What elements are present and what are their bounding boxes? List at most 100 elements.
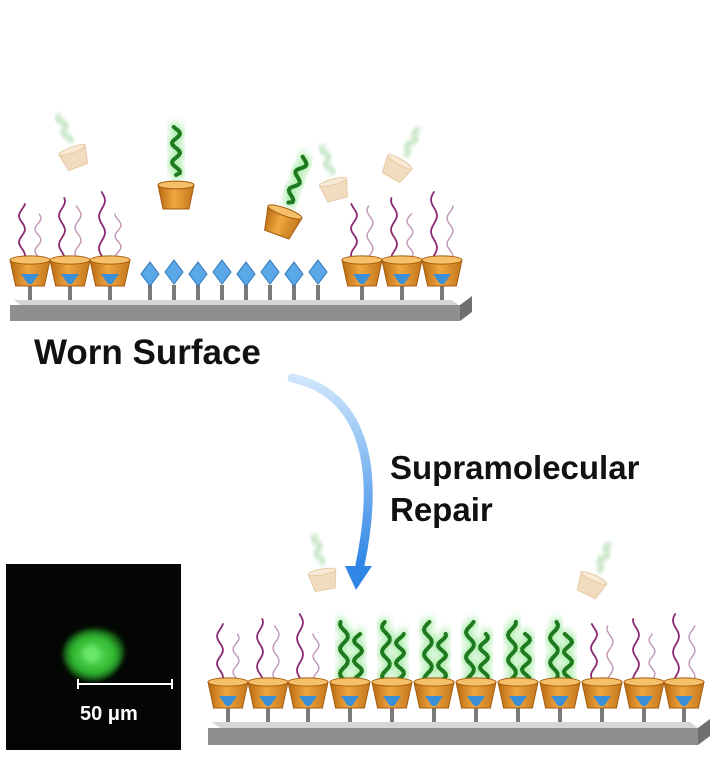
detached-host-molecule: [576, 541, 612, 600]
blue-diamond-icon: [188, 261, 208, 287]
polymer-chain: [216, 623, 224, 685]
anchor-stem: [306, 700, 310, 722]
guest-anchor: [383, 696, 401, 706]
truncated-cone-cup-icon: [663, 677, 705, 709]
anchor-stem: [390, 700, 394, 722]
detached-host-molecule: [307, 532, 337, 593]
truncated-cone-cup-icon: [381, 255, 423, 287]
fluorescent-chain: [286, 154, 309, 205]
polymer-chain: [446, 205, 454, 263]
fluorescence-micrograph: [6, 564, 181, 750]
polymer-chain: [688, 625, 696, 685]
guest-anchor: [353, 274, 371, 284]
blue-diamond-icon: [260, 259, 280, 285]
detached-host-molecule: [318, 143, 348, 203]
anchor-stem: [68, 280, 72, 300]
polymer-chain: [296, 613, 304, 685]
fluorescent-chain: [337, 620, 351, 686]
fluorescent-chain: [379, 620, 392, 686]
guest-anchor: [259, 696, 277, 706]
guest-anchor: [509, 696, 527, 706]
anchor-stem: [474, 700, 478, 722]
polymer-chain: [672, 613, 680, 685]
anchor-stem: [196, 285, 200, 300]
guest-anchor: [101, 274, 119, 284]
fluorescent-chain: [169, 125, 183, 177]
truncated-cone-cup-icon: [539, 677, 581, 709]
truncated-cone-cup-icon: [497, 677, 539, 709]
repair-label: Supramolecular Repair: [390, 447, 639, 531]
polymer-chain: [18, 203, 26, 263]
fluorescent-host-molecule: [157, 122, 195, 210]
polymer-chain: [390, 197, 398, 263]
polymer-chain: [606, 625, 614, 685]
blue-diamond-icon: [164, 259, 184, 285]
guest-anchor: [425, 696, 443, 706]
guest-anchor: [219, 696, 237, 706]
polymer-chain: [590, 623, 598, 685]
fluorescent-chain: [421, 620, 434, 686]
worn-substrate: [10, 296, 472, 321]
truncated-cone-cup-icon: [287, 677, 329, 709]
anchor-stem: [244, 285, 248, 300]
polymer-chain: [366, 205, 374, 263]
truncated-cone-cup-icon: [157, 180, 195, 210]
anchor-stem: [148, 285, 152, 300]
worn-surface-label: Worn Surface: [34, 333, 261, 372]
blue-diamond-icon: [236, 261, 256, 287]
guest-anchor: [341, 696, 359, 706]
anchor-stem: [292, 285, 296, 300]
repaired-substrate: [208, 719, 710, 745]
fluorescent-chain: [477, 632, 491, 686]
anchor-stem: [266, 700, 270, 722]
truncated-cone-cup-icon: [341, 255, 383, 287]
polymer-chain: [98, 191, 106, 263]
detached-host-molecule: [381, 127, 421, 184]
anchor-stem: [400, 280, 404, 300]
truncated-cone-cup-icon: [381, 154, 413, 184]
guest-anchor: [61, 274, 79, 284]
anchor-stem: [440, 280, 444, 300]
excess-molecules: [307, 532, 612, 600]
anchor-stem: [360, 280, 364, 300]
anchor-stem: [28, 280, 32, 300]
fluorescent-chain: [463, 620, 477, 686]
fluorescent-chain: [561, 632, 575, 686]
guest-anchor: [433, 274, 451, 284]
anchor-stem: [516, 700, 520, 722]
fluorescent-chain: [351, 632, 365, 686]
polymer-chain: [312, 633, 320, 685]
polymer-chain: [232, 633, 240, 685]
anchor-stem: [172, 285, 176, 300]
repair-label-line1: Supramolecular: [390, 449, 640, 486]
polymer-chain: [114, 213, 122, 263]
detached-host-molecule: [54, 112, 89, 171]
truncated-cone-cup-icon: [264, 204, 303, 240]
truncated-cone-cup-icon: [623, 677, 665, 709]
anchor-stem: [220, 285, 224, 300]
guest-anchor: [635, 696, 653, 706]
micrograph-image: [6, 564, 181, 750]
polymer-chain: [256, 618, 264, 685]
fluorescent-chain: [435, 632, 449, 686]
guest-anchor: [593, 696, 611, 706]
truncated-cone-cup-icon: [58, 143, 89, 171]
truncated-cone-cup-icon: [581, 677, 623, 709]
blue-diamond-icon: [308, 259, 328, 285]
worn-surface-molecules: [9, 191, 463, 300]
truncated-cone-cup-icon: [421, 255, 463, 287]
guest-anchor: [21, 274, 39, 284]
anchor-stem: [682, 700, 686, 722]
polymer-chain: [58, 197, 66, 263]
polymer-chain: [272, 625, 280, 685]
repair-label-line2: Repair: [390, 491, 493, 528]
fluorescent-chain: [393, 632, 407, 686]
anchor-stem: [600, 700, 604, 722]
blue-diamond-icon: [284, 261, 304, 287]
fluorescent-chain: [519, 632, 533, 686]
truncated-cone-cup-icon: [413, 677, 455, 709]
truncated-cone-cup-icon: [371, 677, 413, 709]
anchor-stem: [268, 285, 272, 300]
truncated-cone-cup-icon: [307, 567, 337, 593]
